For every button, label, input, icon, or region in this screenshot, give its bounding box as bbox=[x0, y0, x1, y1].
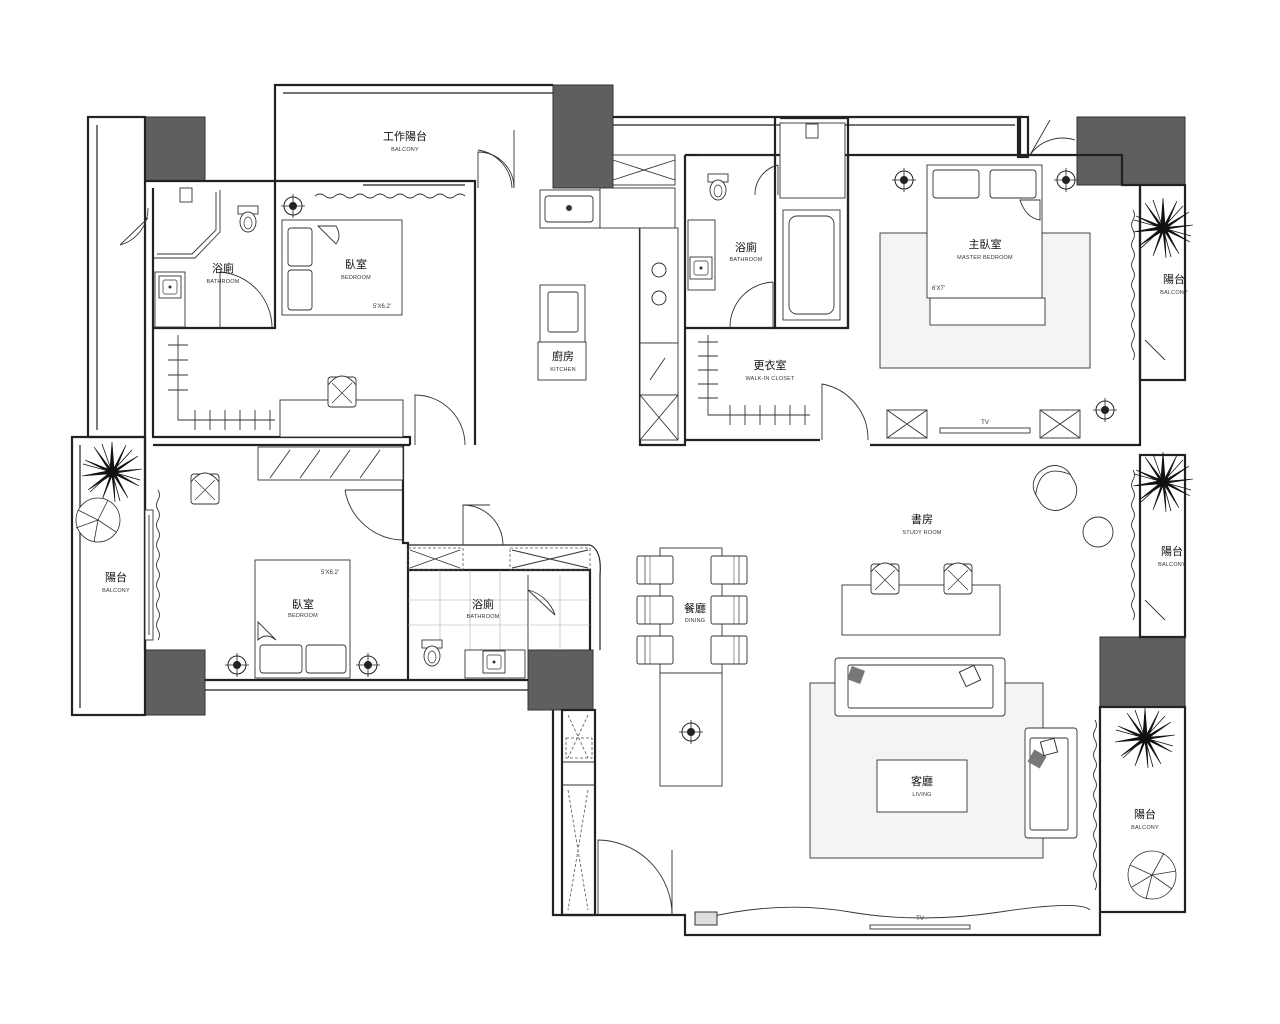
master-bath-closet-fixtures bbox=[687, 122, 846, 425]
bedroom-s-dimension: 5'X6.2' bbox=[321, 570, 339, 576]
master-bedroom-label-en: MASTER BEDROOM bbox=[957, 255, 1013, 261]
master-bedroom-dimension: 6'X7' bbox=[932, 286, 945, 292]
bathroom-mid-label-en: BATHROOM bbox=[467, 614, 500, 620]
bedroom-n-dimension: 5'X6.2' bbox=[373, 304, 391, 310]
work-balcony-label-en: BALCONY bbox=[391, 147, 419, 153]
bedroom-s-fixtures bbox=[144, 446, 404, 679]
room-labels: 工作陽台 BALCONY 浴廁 BATHROOM 臥室 BEDROOM 5'X6… bbox=[102, 129, 1188, 922]
balcony-e2-label-zh: 陽台 bbox=[1161, 544, 1183, 558]
bathroom-nw-label-en: BATHROOM bbox=[207, 279, 240, 285]
bathroom-master-label-zh: 浴廁 bbox=[735, 240, 757, 254]
dining-fixtures bbox=[636, 547, 748, 787]
dining-label-zh: 餐廳 bbox=[684, 601, 706, 615]
balcony-e2-label-en: BALCONY bbox=[1158, 562, 1186, 568]
structural-columns bbox=[144, 84, 1186, 716]
work-balcony-label-zh: 工作陽台 bbox=[383, 129, 427, 143]
balcony-plants bbox=[75, 197, 1194, 900]
walk-in-closet-label-zh: 更衣室 bbox=[754, 358, 787, 372]
master-tv-label: TV bbox=[981, 420, 989, 426]
study-room-label-en: STUDY ROOM bbox=[902, 530, 941, 536]
bathroom-mid-label-zh: 浴廁 bbox=[472, 597, 494, 611]
kitchen-label-zh: 廚房 bbox=[552, 349, 574, 363]
balcony-w-label-en: BALCONY bbox=[102, 588, 130, 594]
balcony-e3-label-en: BALCONY bbox=[1131, 825, 1159, 831]
bathroom-master-label-en: BATHROOM bbox=[730, 257, 763, 263]
balcony-e3-label-zh: 陽台 bbox=[1134, 807, 1156, 821]
bedroom-s-label-en: BEDROOM bbox=[288, 613, 318, 619]
balcony-w-label-zh: 陽台 bbox=[105, 570, 127, 584]
kitchen-label-en: KITCHEN bbox=[550, 367, 576, 373]
doors bbox=[119, 119, 1166, 916]
study-room-label-zh: 書房 bbox=[911, 512, 933, 526]
living-fixtures bbox=[694, 657, 1091, 930]
master-bedroom-label-zh: 主臥室 bbox=[969, 237, 1002, 251]
kitchen-fixtures bbox=[537, 154, 679, 441]
balcony-e1-label-zh: 陽台 bbox=[1163, 272, 1185, 286]
study-fixtures bbox=[841, 465, 1114, 636]
balcony-e1-label-en: BALCONY bbox=[1160, 290, 1188, 296]
walk-in-closet-label-en: WALK-IN CLOSET bbox=[745, 376, 794, 382]
living-tv-label: TV bbox=[916, 916, 924, 922]
master-bedroom-fixtures bbox=[879, 164, 1118, 439]
dining-label-en: DINING bbox=[685, 618, 705, 624]
bedroom-s-label-zh: 臥室 bbox=[292, 597, 314, 611]
bedroom-n-label-en: BEDROOM bbox=[341, 275, 371, 281]
bedroom-n-fixtures bbox=[168, 193, 466, 438]
interior-walls bbox=[151, 116, 850, 917]
entry-closet-fixtures bbox=[562, 714, 595, 911]
bathroom-mid-fixtures bbox=[407, 547, 591, 679]
bathroom-nw-fixtures bbox=[153, 187, 259, 328]
bathroom-nw-label-zh: 浴廁 bbox=[212, 261, 234, 275]
living-label-zh: 客廳 bbox=[911, 774, 933, 788]
bedroom-n-label-zh: 臥室 bbox=[345, 257, 367, 271]
living-label-en: LIVING bbox=[912, 792, 931, 798]
